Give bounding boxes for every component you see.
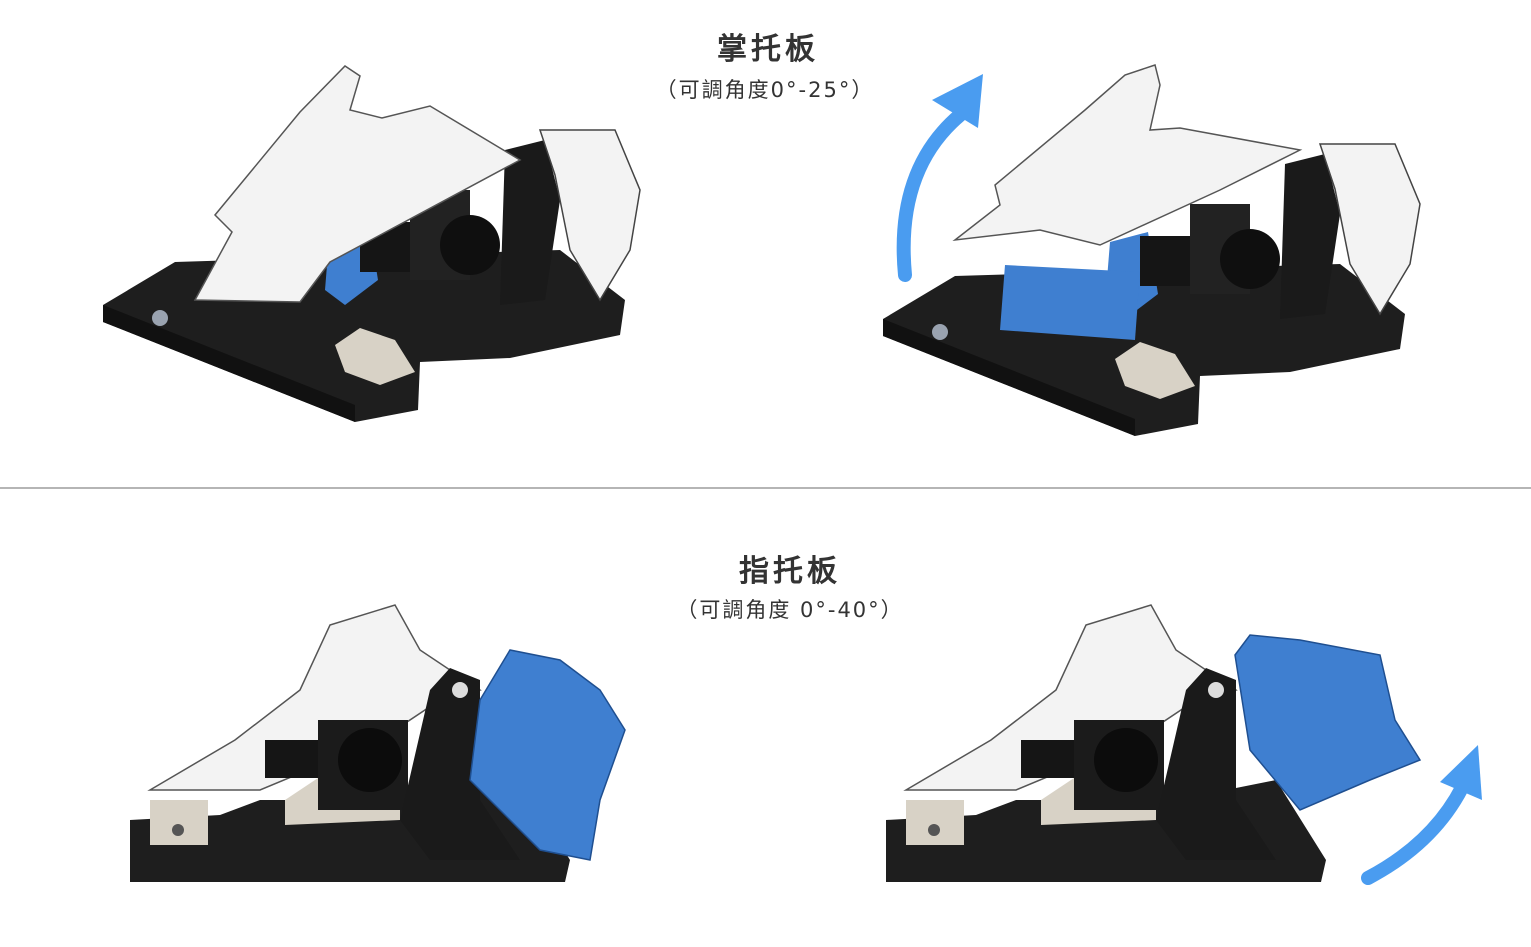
finger-rest-title: 指托板 — [739, 554, 841, 589]
finger-rest-default-position-illustration — [129, 604, 626, 883]
section-divider — [0, 487, 1531, 489]
rotate-up-arrow-icon — [896, 108, 967, 282]
rotate-up-arrow-icon — [1361, 768, 1475, 885]
palm-rest-title: 掌托板 — [717, 32, 819, 67]
finger-rest-raised-position-illustration — [885, 604, 1422, 883]
palm-rest-raised-position-illustration — [882, 64, 1421, 437]
arrow-head — [932, 74, 983, 128]
palm-rest-default-position-illustration — [102, 65, 641, 423]
palm-rest-angle-range: （可調角度0°-25°） — [655, 78, 875, 102]
finger-rest-angle-range: （可調角度 0°-40°） — [676, 598, 904, 622]
arrow-head — [1440, 745, 1482, 800]
